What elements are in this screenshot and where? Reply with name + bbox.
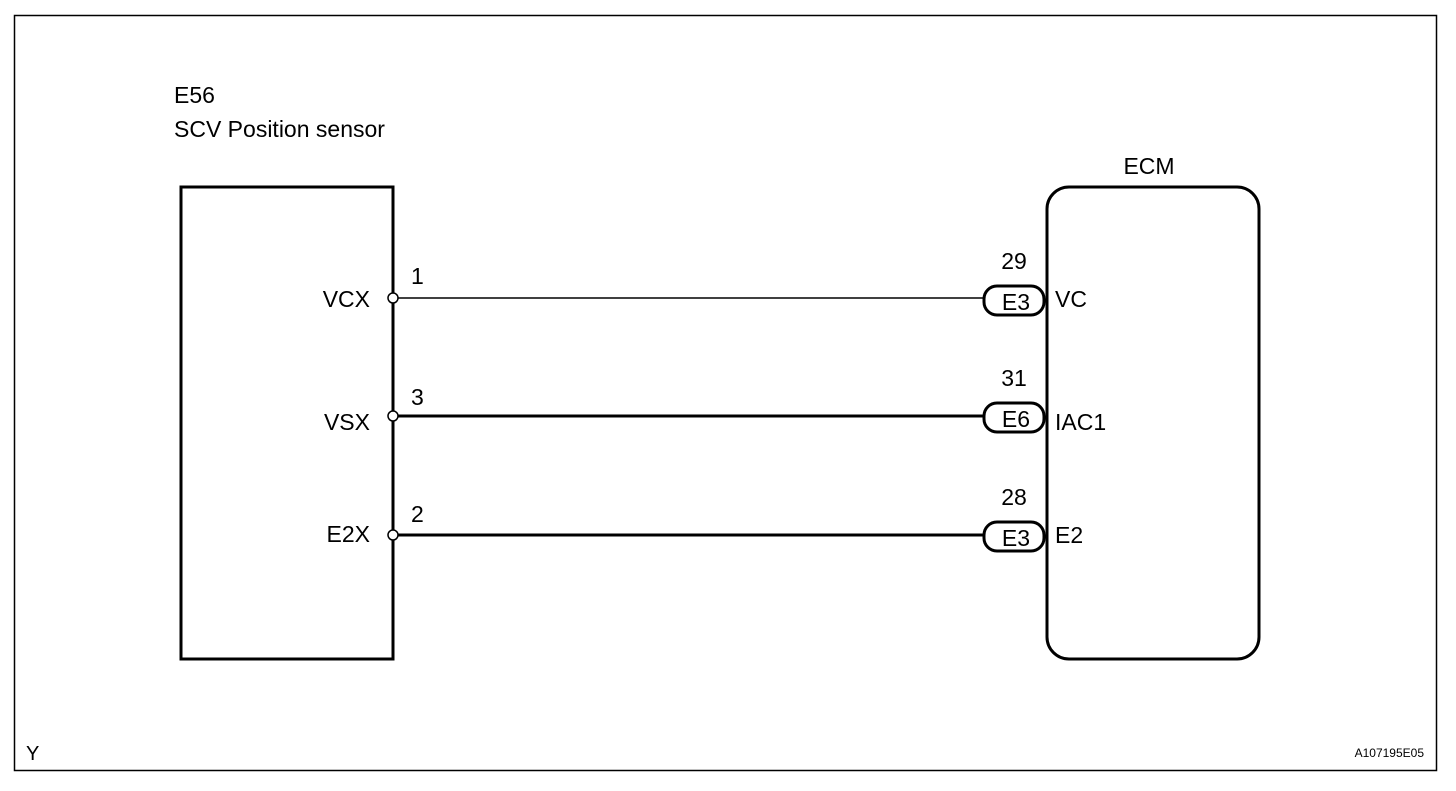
ecm-terminal-label: E2 xyxy=(1055,522,1083,548)
connector-code: E3 xyxy=(1002,289,1030,315)
figure-id: A107195E05 xyxy=(1355,746,1425,760)
ecm-pin-number: 28 xyxy=(1001,484,1027,510)
sensor-name: SCV Position sensor xyxy=(174,116,385,142)
terminal-dot xyxy=(387,529,399,541)
footer-left-mark: Y xyxy=(26,743,39,765)
circuit-row: E2X 2 28 E3 E2 xyxy=(327,484,1083,553)
connector-badge xyxy=(982,401,1046,434)
connector-code: E6 xyxy=(1002,406,1030,432)
terminal-dot xyxy=(387,410,399,422)
sensor-terminal-label: VSX xyxy=(324,409,370,435)
sensor-pin-number: 2 xyxy=(411,501,424,527)
sensor-pin-number: 1 xyxy=(411,263,424,289)
diagram-border xyxy=(13,14,1438,772)
sensor-box xyxy=(179,185,395,661)
sensor-code: E56 xyxy=(174,82,215,108)
sensor-terminal-label: VCX xyxy=(323,286,370,312)
connector-badge xyxy=(982,520,1046,553)
connector-badge xyxy=(982,284,1046,317)
ecm-terminal-label: IAC1 xyxy=(1055,409,1106,435)
ecm-pin-number: 29 xyxy=(1001,248,1027,274)
sensor-pin-number: 3 xyxy=(411,384,424,410)
connector-code: E3 xyxy=(1002,525,1030,551)
ecm-pin-number: 31 xyxy=(1001,365,1027,391)
ecm-label: ECM xyxy=(1123,153,1174,179)
ecm-box xyxy=(1045,185,1261,661)
terminal-dot xyxy=(387,292,399,304)
sensor-terminal-label: E2X xyxy=(327,521,370,547)
ecm-terminal-label: VC xyxy=(1055,286,1087,312)
circuit-row: VSX 3 31 E6 IAC1 xyxy=(324,365,1106,435)
circuit-row: VCX 1 29 E3 VC xyxy=(323,248,1087,317)
